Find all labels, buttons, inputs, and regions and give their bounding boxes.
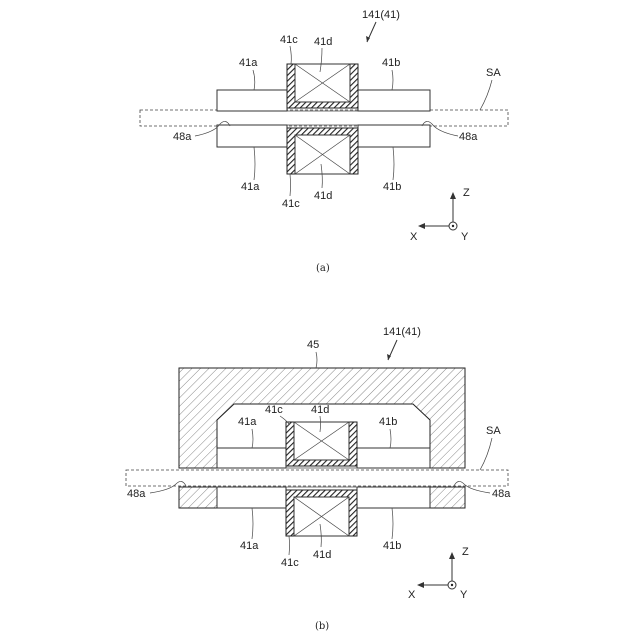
fig-a-magnet-41a-bottom <box>217 125 287 147</box>
fig-b-label-45: 45 <box>307 339 319 351</box>
fig-a-label-41d-bottom: 41d <box>314 190 332 202</box>
fig-a-label-48a-right: 48a <box>459 131 478 143</box>
fig-b-axis-x: X <box>408 589 416 601</box>
fig-b-label-41b-bottom: 41b <box>383 540 401 552</box>
fig-b-coil-bottom <box>286 490 357 536</box>
fig-b-label-41c-bottom: 41c <box>281 557 299 569</box>
fig-b-axis-z: Z <box>462 546 469 558</box>
fig-a-axis-z: Z <box>463 187 470 199</box>
fig-b-axes: Z X Y <box>408 546 469 601</box>
fig-b-label-sa: SA <box>486 425 501 437</box>
fig-a-label-41a-top: 41a <box>239 57 258 69</box>
fig-b-label-48a-left: 48a <box>127 488 146 500</box>
fig-a-label-41b-top: 41b <box>382 57 400 69</box>
fig-a-coil-bottom <box>287 128 358 174</box>
fig-b-yoke-block-left <box>179 487 217 508</box>
fig-b-yoke-block-right <box>430 487 465 508</box>
fig-b-axis-y: Y <box>460 589 468 601</box>
fig-b-label-41d-bottom: 41d <box>313 549 331 561</box>
fig-b-shaft <box>126 470 508 486</box>
fig-a-title: 141(41) <box>362 9 400 21</box>
fig-a-shaft <box>140 110 508 126</box>
fig-a-magnet-41a-top <box>217 90 287 111</box>
fig-a-magnet-41b-top <box>358 90 430 111</box>
figure-b: 141(41) 45 41c <box>126 326 511 632</box>
fig-a-label-41d-top: 41d <box>314 36 332 48</box>
fig-b-label-41a-bottom: 41a <box>240 540 259 552</box>
fig-a-label-41b-bottom: 41b <box>383 181 401 193</box>
fig-b-title: 141(41) <box>383 326 421 338</box>
figure-a: 141(41) 41c 41d 41 <box>140 9 508 274</box>
fig-b-caption: (b) <box>315 621 329 632</box>
fig-a-axes: Z X Y <box>410 187 470 243</box>
fig-a-label-41c-bottom: 41c <box>282 198 300 210</box>
fig-a-axis-x: X <box>410 231 418 243</box>
fig-b-label-48a-right: 48a <box>492 488 511 500</box>
fig-a-label-41a-bottom: 41a <box>241 181 260 193</box>
fig-b-magnet-41a-top <box>217 448 286 468</box>
fig-b-label-41c-top: 41c <box>265 404 283 416</box>
fig-a-magnet-41b-bottom <box>358 125 430 147</box>
fig-a-coil-top <box>287 64 358 108</box>
fig-b-magnet-41b-top <box>357 448 430 468</box>
fig-a-label-41c-top: 41c <box>280 34 298 46</box>
fig-b-magnet-41b-bottom <box>357 487 430 508</box>
fig-b-label-41b-top: 41b <box>379 416 397 428</box>
fig-a-label-sa: SA <box>486 67 501 79</box>
fig-b-label-41a-top: 41a <box>238 416 257 428</box>
fig-b-label-41d-top: 41d <box>311 404 329 416</box>
fig-a-caption: (a) <box>316 263 330 274</box>
fig-b-coil-top <box>286 422 357 466</box>
fig-a-label-48a-left: 48a <box>173 131 192 143</box>
fig-a-axis-y: Y <box>461 231 469 243</box>
fig-b-magnet-41a-bottom <box>217 487 286 508</box>
